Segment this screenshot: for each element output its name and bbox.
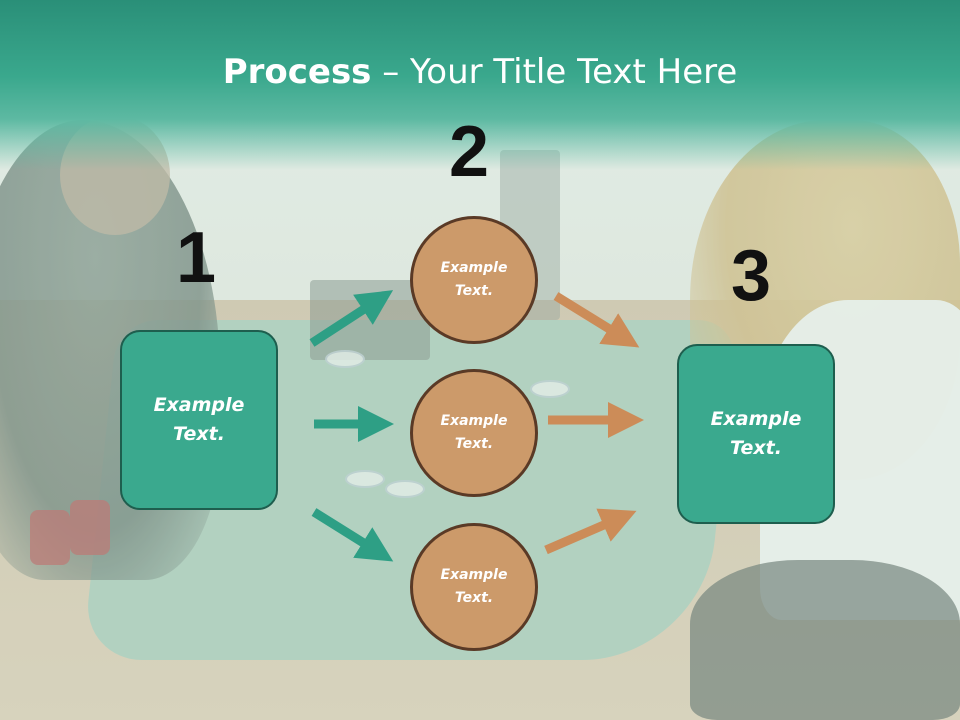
title-rest: – Your Title Text Here [371, 52, 738, 92]
slide-title: Process – Your Title Text Here [0, 52, 960, 92]
step-number-3: 3 [731, 236, 772, 316]
circle-bottom[interactable]: Example Text. [410, 523, 538, 651]
background-woman-skirt [690, 560, 960, 720]
title-bar [0, 0, 960, 170]
circle-top-label: Example Text. [440, 260, 508, 299]
right-box-label: Example Text. [710, 408, 802, 459]
right-text-box[interactable]: Example Text. [677, 344, 835, 524]
arrow-orange-down [553, 292, 640, 348]
chip [530, 380, 570, 398]
arrow-teal-up [309, 290, 394, 347]
chip [385, 480, 425, 498]
arrow-teal-down [311, 508, 394, 562]
step-number-1: 1 [176, 218, 217, 298]
chip-stack [70, 500, 110, 555]
chip [345, 470, 385, 488]
left-text-box[interactable]: Example Text. [120, 330, 278, 510]
circle-middle[interactable]: Example Text. [410, 369, 538, 497]
chip-stack [30, 510, 70, 565]
title-bold: Process [222, 52, 372, 92]
circle-bottom-label: Example Text. [440, 567, 508, 606]
circle-middle-label: Example Text. [440, 413, 508, 452]
arrow-orange-up [544, 508, 637, 555]
circle-top[interactable]: Example Text. [410, 216, 538, 344]
step-number-2: 2 [449, 112, 490, 192]
left-box-label: Example Text. [153, 394, 245, 445]
chip [325, 350, 365, 368]
